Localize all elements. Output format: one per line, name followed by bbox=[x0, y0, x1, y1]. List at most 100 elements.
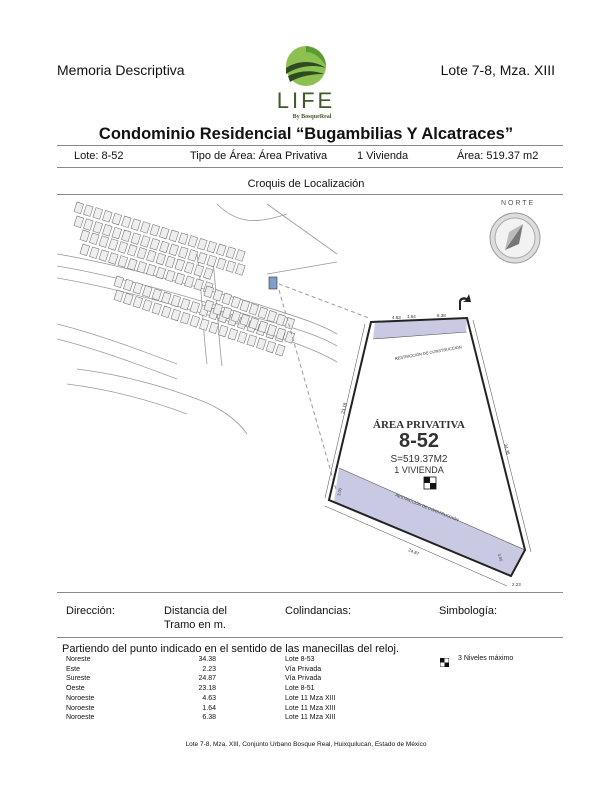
info-vivienda: 1 Vivienda bbox=[357, 150, 409, 162]
three-levels-icon bbox=[423, 476, 437, 490]
site-lot bbox=[189, 301, 200, 314]
site-lot bbox=[208, 321, 219, 334]
dim-bottom-right: 2.23 bbox=[512, 582, 521, 587]
site-lot bbox=[184, 275, 195, 288]
site-lot bbox=[216, 243, 227, 256]
row-distance: 2.23 bbox=[202, 665, 216, 673]
location-sketch: N O R T E 4.63 1.64 6.38 23.18 34.38 24.… bbox=[57, 200, 541, 587]
site-lot bbox=[151, 288, 162, 301]
site-lot bbox=[221, 306, 232, 319]
site-lot bbox=[165, 269, 176, 283]
site-lot bbox=[174, 272, 185, 285]
site-lot bbox=[189, 315, 200, 328]
row-distance: 1.64 bbox=[202, 704, 216, 712]
row-distance: 23.18 bbox=[198, 685, 216, 693]
divider bbox=[57, 167, 563, 168]
page-footer: Lote 7-8, Mza. XIII, Conjunto Urbano Bos… bbox=[185, 741, 427, 748]
site-lot bbox=[248, 303, 259, 316]
row-distance: 6.38 bbox=[202, 714, 216, 722]
site-lot bbox=[225, 260, 236, 273]
divider bbox=[57, 145, 563, 146]
site-lot bbox=[218, 324, 229, 338]
lot-units: 1 VIVIENDA bbox=[394, 465, 444, 475]
site-lot bbox=[180, 298, 191, 311]
row-direction: Noroeste bbox=[66, 714, 95, 722]
site-lot bbox=[212, 289, 223, 302]
row-distance: 24.87 bbox=[198, 675, 216, 683]
dim-top-3: 6.38 bbox=[437, 313, 446, 318]
site-lot bbox=[132, 296, 143, 309]
header-right-lot: Lote 7-8, Mza. XIII bbox=[440, 62, 555, 78]
header-distancia: Distancia del Tramo en m. bbox=[164, 605, 227, 631]
site-lot bbox=[155, 266, 166, 280]
site-lot bbox=[111, 226, 122, 240]
dim-left-small: 3.00 bbox=[336, 487, 343, 496]
site-lot bbox=[113, 289, 124, 302]
site-lot bbox=[161, 305, 172, 318]
site-lot bbox=[113, 275, 124, 288]
site-lot bbox=[275, 344, 286, 357]
site-lot bbox=[266, 310, 277, 323]
dim-right: 34.38 bbox=[503, 443, 511, 456]
site-lot bbox=[227, 328, 238, 341]
header-direccion: Dirección: bbox=[66, 605, 115, 617]
site-lot bbox=[203, 285, 214, 298]
lot-number: 8-52 bbox=[399, 430, 439, 452]
site-lot bbox=[248, 317, 259, 330]
compass-icon bbox=[489, 212, 541, 264]
table-intro: Partiendo del punto indicado en el senti… bbox=[62, 643, 399, 655]
row-distance: 34.38 bbox=[198, 656, 216, 663]
divider bbox=[57, 194, 563, 195]
site-lot bbox=[180, 312, 191, 325]
lot-area: S=519.37M2 bbox=[391, 454, 448, 465]
site-lot bbox=[168, 229, 179, 242]
logo-text: LIFE bbox=[277, 88, 335, 113]
site-lot bbox=[140, 235, 151, 248]
header-colindancias: Colindancias: bbox=[285, 605, 352, 617]
site-lot bbox=[174, 258, 185, 271]
site-lot bbox=[197, 252, 208, 265]
site-lot bbox=[225, 246, 236, 259]
divider bbox=[57, 637, 563, 638]
site-lot bbox=[187, 235, 198, 248]
site-lot bbox=[184, 261, 195, 274]
site-lot bbox=[159, 226, 170, 240]
site-lot bbox=[239, 299, 250, 312]
site-lot bbox=[212, 303, 223, 316]
lot-plan bbox=[324, 316, 532, 587]
site-lot bbox=[98, 235, 109, 248]
row-direction: Noroeste bbox=[66, 704, 95, 712]
site-lot bbox=[127, 244, 138, 257]
site-lot bbox=[266, 324, 277, 337]
site-lot bbox=[275, 313, 286, 326]
site-lot bbox=[117, 241, 128, 254]
site-lot bbox=[235, 263, 246, 276]
info-lote: Lote: 8-52 bbox=[74, 150, 124, 162]
site-lot bbox=[168, 243, 179, 256]
dim-right-small: 3.00 bbox=[497, 553, 504, 563]
row-boundary: Lote 8-53 bbox=[285, 656, 315, 663]
site-lot bbox=[284, 331, 295, 344]
site-lot bbox=[142, 299, 153, 312]
site-lot bbox=[265, 340, 276, 354]
site-lot bbox=[73, 215, 84, 228]
site-lot bbox=[151, 302, 162, 315]
dim-bottom: 24.87 bbox=[408, 547, 421, 556]
site-lot bbox=[275, 327, 286, 340]
dim-left: 23.18 bbox=[340, 402, 348, 415]
site-lot bbox=[121, 215, 132, 228]
site-lot bbox=[123, 278, 134, 292]
row-direction: Sureste bbox=[66, 675, 91, 683]
site-lot bbox=[178, 232, 189, 245]
site-lot bbox=[187, 249, 198, 262]
row-distance: 4.63 bbox=[202, 694, 216, 702]
lot-grid bbox=[73, 201, 295, 357]
info-area: Área: 519.37 m2 bbox=[457, 150, 539, 162]
site-lot bbox=[130, 218, 141, 231]
header-left-title: Memoria Descriptiva bbox=[57, 62, 185, 78]
